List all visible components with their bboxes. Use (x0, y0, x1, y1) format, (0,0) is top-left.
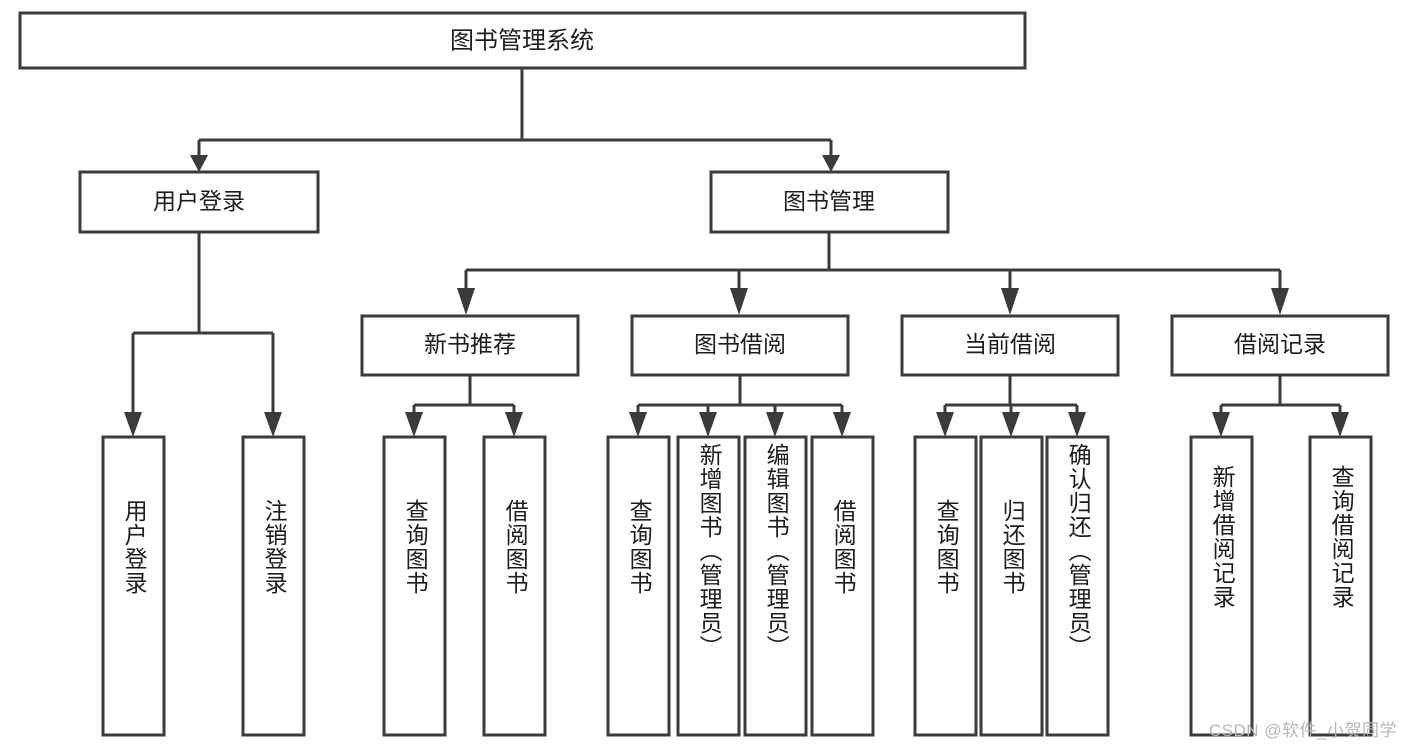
node-book-borrow[interactable]: 图书借阅 (630, 314, 850, 377)
borrow-record-box[interactable] (1170, 314, 1390, 377)
leaf-borrow-book-2-box[interactable] (810, 435, 875, 737)
node-user-login[interactable]: 用户登录 (78, 170, 320, 234)
arrow-to-leaf-user-login (124, 412, 142, 437)
root-label: 图书管理系统 (450, 27, 594, 54)
arrow-to-leaf-return-book (1002, 412, 1020, 437)
arrow-to-leaf-query-record (1331, 412, 1349, 437)
book-borrow-label: 图书借阅 (694, 331, 786, 357)
node-new-book-recommend[interactable]: 新书推荐 (360, 314, 580, 377)
connector-book-borrow-bus (636, 403, 844, 420)
arrow-to-leaf-add-book (699, 412, 717, 437)
arrow-to-book-borrow (730, 288, 748, 315)
node-current-borrow[interactable]: 当前借阅 (900, 314, 1120, 377)
arrow-to-leaf-query-book-2 (629, 412, 647, 437)
leaf-return-book-box[interactable] (979, 435, 1044, 737)
root-box[interactable] (18, 11, 1027, 70)
connector-layer (124, 68, 1349, 437)
leaf-user-login-box[interactable] (101, 435, 166, 737)
book-manage-box[interactable] (709, 170, 950, 234)
arrow-to-leaf-query-book-1 (405, 412, 423, 437)
new-book-recommend-label: 新书推荐 (424, 331, 516, 357)
node-borrow-record[interactable]: 借阅记录 (1170, 314, 1390, 377)
arrow-to-leaf-confirm-return (1068, 412, 1086, 437)
leaf-add-record-box[interactable] (1189, 435, 1254, 737)
leaf-query-record-box[interactable] (1308, 435, 1373, 737)
watermark-text: CSDN @软件_小贺同学 (1208, 721, 1397, 740)
arrow-to-borrow-record (1271, 288, 1289, 315)
arrow-to-leaf-borrow-book-1 (505, 412, 523, 437)
arrow-to-leaf-query-book-3 (936, 412, 954, 437)
borrow-record-label: 借阅记录 (1234, 331, 1326, 357)
connector-user-login-bus (131, 331, 275, 420)
leaf-query-book-2-box[interactable] (606, 435, 671, 737)
connector-borrow-record-bus (1219, 403, 1342, 420)
arrow-to-leaf-edit-book (766, 412, 784, 437)
leaf-confirm-return-box[interactable] (1045, 435, 1110, 737)
leaf-query-book-1-box[interactable] (382, 435, 447, 737)
leaf-query-book-3-box[interactable] (913, 435, 978, 737)
connector-root-to-bus (197, 68, 833, 162)
arrow-to-user-login (190, 155, 208, 172)
book-manage-label: 图书管理 (783, 188, 875, 214)
arrow-to-current-borrow (1001, 288, 1019, 315)
arrow-to-book-manage (822, 155, 840, 172)
leaf-logout-login-box[interactable] (241, 435, 306, 737)
arrow-to-new-book-recommend (457, 288, 475, 315)
connector-book-manage-bus (464, 268, 1282, 296)
user-login-label: 用户登录 (153, 188, 245, 214)
arrow-to-leaf-logout-login (264, 412, 282, 437)
arrow-to-leaf-add-record (1212, 412, 1230, 437)
connector-new-book-recommend-bus (412, 403, 516, 420)
book-borrow-box[interactable] (630, 314, 850, 377)
leaf-boxes-layer (101, 435, 1373, 737)
node-book-manage[interactable]: 图书管理 (709, 170, 950, 234)
new-book-recommend-box[interactable] (360, 314, 580, 377)
leaf-borrow-book-1-box[interactable] (482, 435, 547, 737)
current-borrow-box[interactable] (900, 314, 1120, 377)
current-borrow-label: 当前借阅 (964, 331, 1056, 357)
node-root[interactable]: 图书管理系统 (18, 11, 1027, 70)
user-login-box[interactable] (78, 170, 320, 234)
arrow-to-leaf-borrow-book-2 (833, 412, 851, 437)
leaf-edit-book-box[interactable] (743, 435, 808, 737)
leaf-add-book-box[interactable] (676, 435, 741, 737)
